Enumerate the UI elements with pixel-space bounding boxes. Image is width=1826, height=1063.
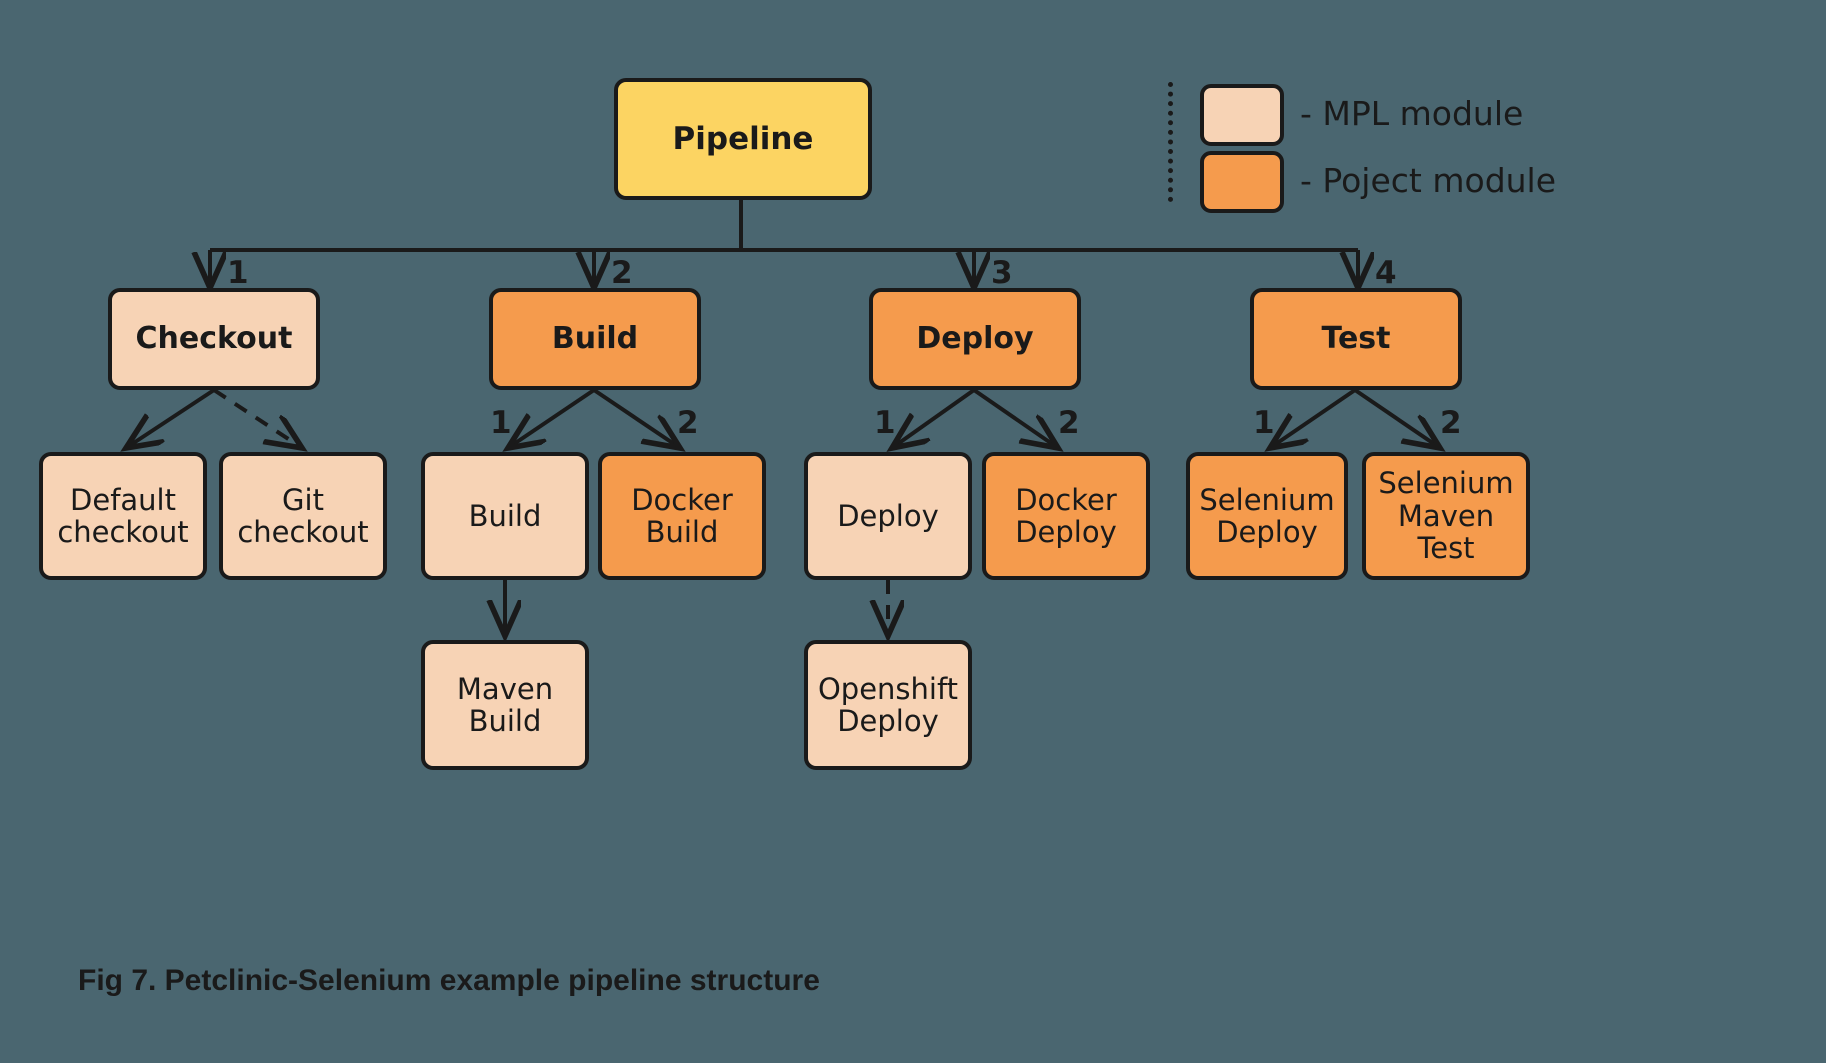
node-git-checkout[interactable]: Git checkout [219, 452, 387, 580]
node-openshift-deploy[interactable]: Openshift Deploy [804, 640, 972, 770]
node-docker-deploy-label: Docker Deploy [1015, 482, 1117, 549]
node-deploy[interactable]: Deploy [869, 288, 1081, 390]
legend-swatch-project-module [1200, 151, 1284, 213]
edge-deploy-to-docker-deploy [972, 388, 1058, 448]
node-checkout[interactable]: Checkout [108, 288, 320, 390]
legend-divider [1168, 82, 1173, 202]
node-selenium-maven-test-label: Selenium Maven Test [1378, 466, 1514, 566]
legend-label-project-module: - Poject module [1300, 161, 1557, 200]
node-git-checkout-label: Git checkout [237, 482, 369, 549]
edge-label-deploy-to-docker-deploy: 2 [1058, 405, 1080, 441]
node-build-label: Build [551, 321, 639, 357]
edge-label-deploy-to-deploy-child: 1 [874, 405, 896, 441]
edge-label-build-to-build-child: 1 [490, 405, 512, 441]
edge-label-test-to-selenium-deploy: 1 [1253, 405, 1275, 441]
node-test-label: Test [1321, 321, 1391, 357]
edge-deploy-to-deploy-child [892, 388, 976, 448]
edge-label-root-to-checkout: 1 [227, 255, 249, 291]
node-build-child[interactable]: Build [421, 452, 589, 580]
edge-label-root-to-deploy: 3 [991, 255, 1013, 291]
edge-test-to-selenium-maven [1353, 388, 1440, 448]
legend-label-mpl-module: - MPL module [1300, 94, 1524, 133]
legend-swatch-mpl-module [1200, 84, 1284, 146]
node-build-child-label: Build [468, 498, 542, 533]
node-deploy-label: Deploy [916, 321, 1034, 357]
node-pipeline[interactable]: Pipeline [614, 78, 872, 200]
node-checkout-label: Checkout [135, 321, 293, 357]
node-default-checkout[interactable]: Default checkout [39, 452, 207, 580]
edge-label-root-to-build: 2 [611, 255, 633, 291]
node-docker-deploy[interactable]: Docker Deploy [982, 452, 1150, 580]
node-selenium-maven-test[interactable]: Selenium Maven Test [1362, 452, 1530, 580]
edge-label-root-to-test: 4 [1375, 255, 1397, 291]
node-openshift-deploy-label: Openshift Deploy [817, 671, 959, 738]
node-maven-build[interactable]: Maven Build [421, 640, 589, 770]
edge-build-to-docker-build [592, 388, 680, 448]
node-maven-build-label: Maven Build [456, 671, 554, 738]
figure-caption: Fig 7. Petclinic-Selenium example pipeli… [78, 964, 820, 997]
edge-checkout-to-git-checkout [212, 388, 302, 448]
node-build[interactable]: Build [489, 288, 701, 390]
edge-checkout-to-default-checkout [126, 388, 216, 448]
edge-label-test-to-selenium-maven: 2 [1440, 405, 1462, 441]
node-test[interactable]: Test [1250, 288, 1462, 390]
node-pipeline-label: Pipeline [672, 120, 814, 157]
node-docker-build-label: Docker Build [631, 482, 733, 549]
node-deploy-child-label: Deploy [837, 498, 939, 533]
node-deploy-child[interactable]: Deploy [804, 452, 972, 580]
node-selenium-deploy-label: Selenium Deploy [1199, 482, 1335, 549]
edge-build-to-build-child [508, 388, 596, 448]
edge-label-build-to-docker-build: 2 [677, 405, 699, 441]
node-docker-build[interactable]: Docker Build [598, 452, 766, 580]
edge-test-to-selenium-deploy [1270, 388, 1357, 448]
node-selenium-deploy[interactable]: Selenium Deploy [1186, 452, 1348, 580]
node-default-checkout-label: Default checkout [57, 482, 189, 549]
